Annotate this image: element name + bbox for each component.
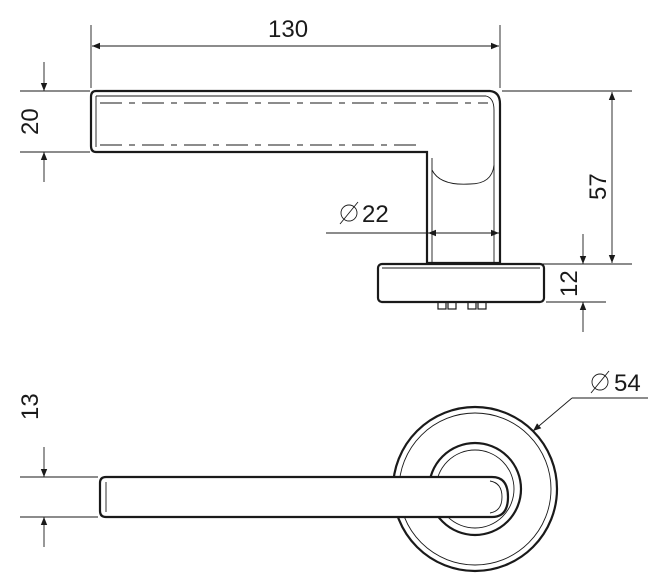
lever-inner-edge <box>96 95 495 165</box>
dimension-rose-height-label: 12 <box>556 270 583 297</box>
screw-right-2 <box>477 301 487 310</box>
dimension-lever-thickness: 13 <box>17 393 98 547</box>
screw-left <box>437 301 447 310</box>
lever-notch <box>431 158 495 185</box>
dimension-neck-diameter: 22 <box>326 201 499 237</box>
top-view <box>98 405 559 573</box>
lever-top-end-curve <box>489 480 503 514</box>
diameter-symbol-icon <box>590 370 610 394</box>
dimension-lever-height-label: 20 <box>17 108 44 135</box>
dimension-total-height: 57 <box>502 90 632 265</box>
dimension-lever-length-label: 130 <box>268 16 308 43</box>
side-view <box>89 89 546 310</box>
rose-side <box>376 262 546 304</box>
screw-left-2 <box>447 301 457 310</box>
lever-top-outline <box>98 475 510 519</box>
dimension-lever-height: 20 <box>17 62 90 182</box>
dimension-rose-diameter: 54 <box>532 370 648 432</box>
diameter-symbol-icon <box>339 201 359 225</box>
screw-right <box>467 301 477 310</box>
lever-side-outline <box>89 89 502 265</box>
dimension-rose-height: 12 <box>546 234 606 332</box>
dimension-rose-diameter-label: 54 <box>614 370 641 397</box>
dimension-total-height-label: 57 <box>585 173 612 200</box>
dimension-lever-length: 130 <box>90 16 501 88</box>
dimension-neck-diameter-label: 22 <box>362 201 389 228</box>
dimension-lever-thickness-label: 13 <box>17 393 44 420</box>
